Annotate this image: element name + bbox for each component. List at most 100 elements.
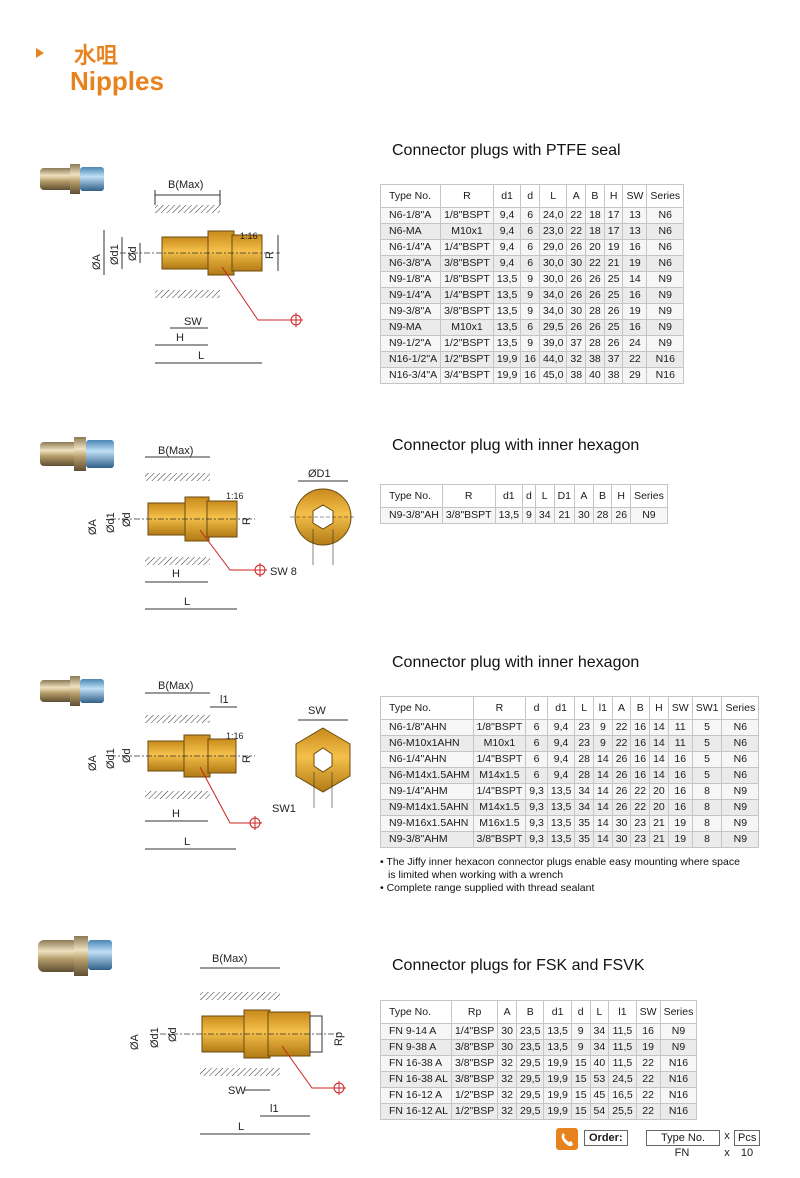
- table-cell: 8: [691, 783, 723, 800]
- table-cell: N6-M10x1AHN: [380, 735, 474, 752]
- table-cell: 26: [603, 335, 624, 352]
- table-cell: 19: [622, 303, 648, 320]
- label-l: L: [184, 596, 190, 608]
- table-cell: 16: [630, 751, 651, 768]
- table-cell: 14: [593, 799, 613, 816]
- table-cell: 23,5: [515, 1039, 545, 1056]
- table-cell: 23: [574, 735, 595, 752]
- table-cell: 16: [520, 351, 540, 368]
- table-cell: 13,5: [546, 799, 576, 816]
- header-arrow-icon: [36, 48, 44, 58]
- label-sw: SW: [308, 705, 326, 717]
- table-cell: 30: [497, 1039, 517, 1056]
- table-cell: FN 16-12 A: [380, 1087, 452, 1104]
- table-cell: 3/4"BSPT: [440, 367, 494, 384]
- table-cell: 1/2"BSP: [450, 1103, 499, 1120]
- table-cell: 28: [585, 303, 605, 320]
- note-1-cont: is limited when working with a wrench: [388, 869, 564, 881]
- table-cell: 13,5: [492, 303, 522, 320]
- table-cell: 19: [635, 1039, 661, 1056]
- table-cell: 9,3: [525, 783, 548, 800]
- table-cell: 28: [574, 751, 595, 768]
- table-cell: 34: [589, 1039, 610, 1056]
- column-header: SW: [667, 696, 693, 720]
- table-cell: 22: [635, 1103, 661, 1120]
- table-cell: 6: [520, 255, 540, 272]
- table-cell: 1/8"BSPT: [440, 271, 494, 288]
- table-cell: N6: [721, 767, 760, 784]
- label-rp: Rp: [333, 1032, 345, 1046]
- column-header: d: [520, 184, 540, 208]
- table-cell: 13,5: [494, 507, 524, 524]
- table-cell: N6-1/8"A: [379, 207, 442, 224]
- table-cell: 22: [566, 223, 587, 240]
- column-header: Type No.: [379, 184, 442, 208]
- table-cell: N6: [646, 255, 685, 272]
- order-label: Order:: [584, 1130, 628, 1146]
- table-cell: 22: [585, 255, 605, 272]
- table-cell: 30: [566, 303, 587, 320]
- table-cell: 18: [585, 207, 605, 224]
- column-header: Rp: [450, 1000, 499, 1024]
- table-cell: 9,4: [492, 255, 522, 272]
- table-cell: 13,5: [546, 831, 576, 848]
- table-cell: 1/2"BSPT: [440, 335, 494, 352]
- table-cell: 3/8"BSP: [450, 1039, 499, 1056]
- table-cell: N6: [721, 751, 760, 768]
- label-d1: Ød1: [149, 1027, 161, 1048]
- column-header: Type No.: [380, 1000, 452, 1024]
- column-header: H: [603, 184, 624, 208]
- label-r: R: [264, 251, 276, 259]
- nipple-drawing: B(Max) ØA Ød1 Ød Rp SW l1 L: [129, 953, 346, 1135]
- table-cell: 14: [649, 767, 669, 784]
- label-taper: 1:16: [226, 491, 244, 501]
- table-cell: 23,5: [515, 1023, 545, 1040]
- phone-icon: [556, 1128, 578, 1150]
- table-cell: 23: [630, 831, 651, 848]
- table-cell: 9: [520, 303, 540, 320]
- label-a: ØA: [129, 1033, 141, 1050]
- column-header: L: [574, 696, 595, 720]
- table-cell: 30: [497, 1023, 517, 1040]
- label-h: H: [176, 332, 184, 344]
- table-cell: N9-1/4"A: [379, 287, 442, 304]
- table-cell: 1/8"BSPT: [472, 719, 527, 736]
- table-cell: N9: [646, 335, 685, 352]
- table-cell: 8: [691, 831, 723, 848]
- table-cell: 6: [520, 223, 540, 240]
- nipple-photo: [40, 676, 104, 706]
- column-header: Type No.: [380, 696, 474, 720]
- table-cell: 30,0: [538, 255, 568, 272]
- table-cell: 6: [525, 719, 548, 736]
- table-cell: 9,4: [546, 719, 576, 736]
- table-cell: 34: [589, 1023, 610, 1040]
- table-cell: 16: [667, 751, 693, 768]
- table-cell: FN 16-38 A: [380, 1055, 452, 1072]
- table-cell: 19,9: [543, 1055, 572, 1072]
- table-cell: 14: [593, 783, 613, 800]
- table-cell: 37: [603, 351, 624, 368]
- table-cell: 3/8"BSP: [450, 1071, 499, 1088]
- table-cell: 6: [520, 319, 540, 336]
- table-cell: 25: [603, 319, 624, 336]
- table-cell: 35: [574, 831, 595, 848]
- table-cell: 22: [635, 1055, 661, 1072]
- table-cell: 13,5: [543, 1023, 572, 1040]
- table-cell: FN 9-14 A: [380, 1023, 452, 1040]
- table-cell: 11: [667, 719, 693, 736]
- table-cell: 24,0: [538, 207, 568, 224]
- table-cell: FN 16-38 AL: [380, 1071, 452, 1088]
- table-cell: 9: [522, 507, 536, 524]
- table-cell: 6: [525, 767, 548, 784]
- column-header: Type No.: [380, 484, 443, 508]
- table-cell: N9: [646, 271, 685, 288]
- label-d1: Ød1: [105, 748, 117, 769]
- table-cell: 6: [525, 751, 548, 768]
